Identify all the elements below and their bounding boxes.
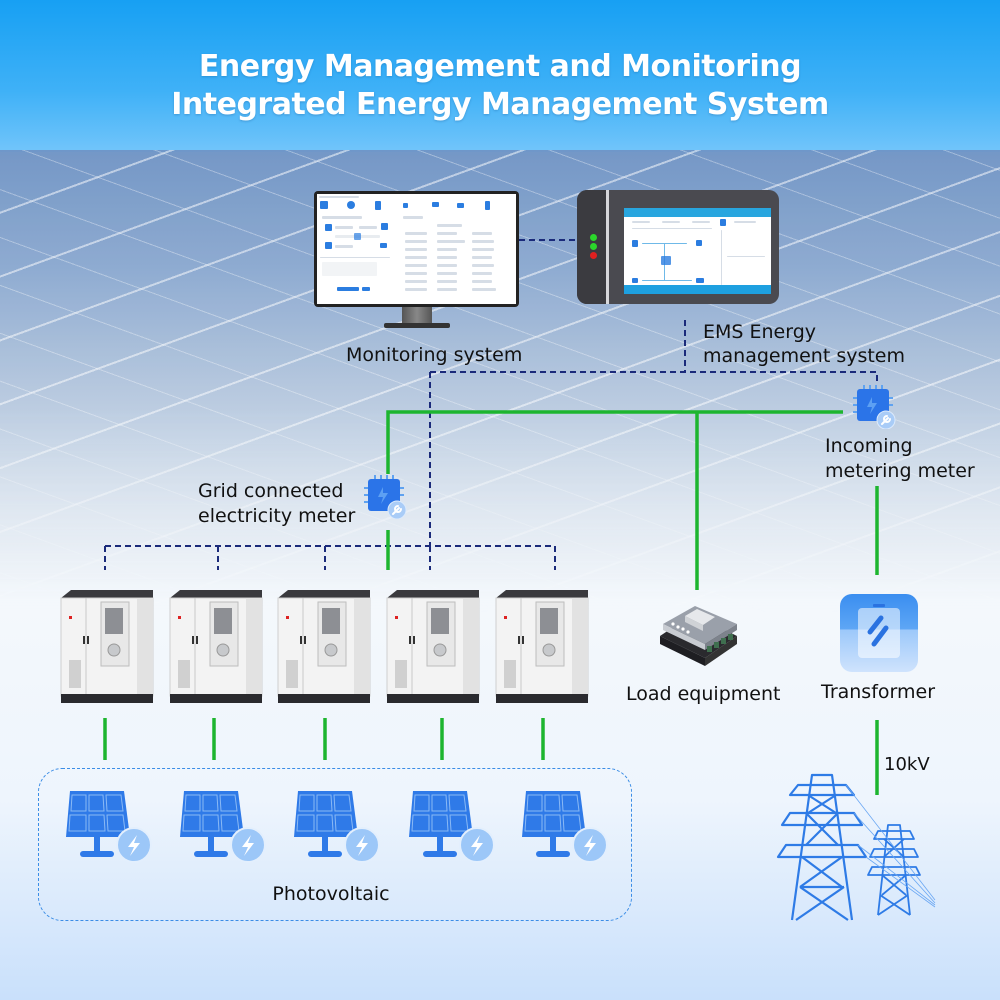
incoming-meter-icon <box>853 385 896 429</box>
monitor-base <box>384 323 450 328</box>
solar-panel <box>409 791 495 863</box>
status-led-green-2 <box>590 243 597 250</box>
solar-panel <box>294 791 380 863</box>
grid-meter-icon <box>364 475 407 519</box>
incoming-meter-label: Incoming metering meter <box>825 435 975 482</box>
solar-panel <box>522 791 608 863</box>
monitor-stand <box>402 307 432 325</box>
energy-storage-cabinet <box>60 590 154 703</box>
load-equipment-label: Load equipment <box>626 683 781 705</box>
transformer-label: Transformer <box>821 681 936 703</box>
status-led-red <box>590 252 597 259</box>
solar-panel <box>180 791 266 863</box>
status-led-green-1 <box>590 234 597 241</box>
ems-touch-screen <box>624 208 771 294</box>
large-tower <box>776 773 868 921</box>
photovoltaic-label: Photovoltaic <box>272 883 390 905</box>
solar-panel <box>66 791 152 863</box>
load-equipment-icon <box>660 606 737 666</box>
photovoltaic-group <box>38 768 632 921</box>
transmission-tower-icon <box>776 773 936 921</box>
energy-storage-cabinet <box>495 590 589 703</box>
page-title: Energy Management and Monitoring Integra… <box>0 48 1000 124</box>
voltage-label: 10kV <box>884 754 930 775</box>
transformer-icon <box>840 594 918 672</box>
sky-background <box>0 0 1000 152</box>
monitoring-system-label: Monitoring system <box>346 344 523 366</box>
energy-storage-cabinet <box>169 590 263 703</box>
energy-storage-cabinet <box>386 590 480 703</box>
grid-meter-label: Grid connected electricity meter <box>198 480 356 527</box>
ems-label: EMS Energy management system <box>703 321 906 367</box>
energy-storage-cabinet <box>277 590 371 703</box>
ems-side-strip <box>577 190 609 304</box>
ems-controller-panel <box>577 190 779 304</box>
monitor-dashboard-screen <box>317 194 516 304</box>
monitoring-system-monitor <box>314 191 519 332</box>
title-line-2: Integrated Energy Management System <box>171 87 829 122</box>
title-line-1: Energy Management and Monitoring <box>198 49 802 84</box>
